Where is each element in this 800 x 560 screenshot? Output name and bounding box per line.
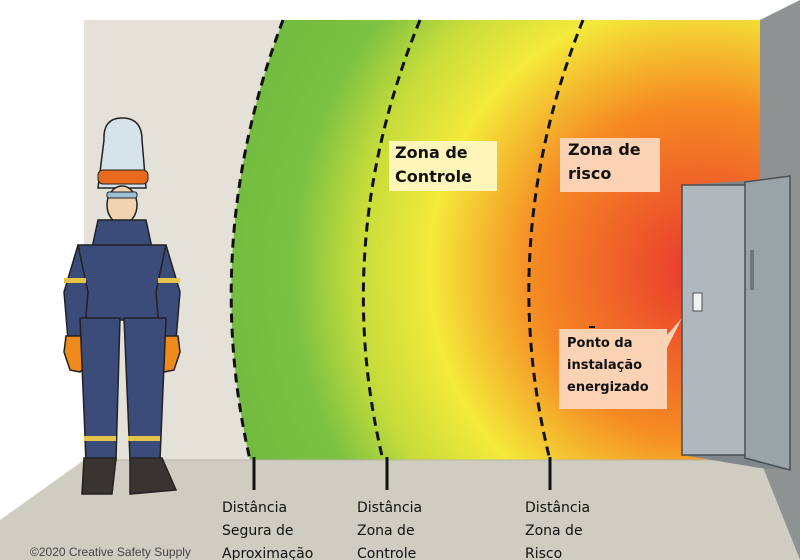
distance-control-line-3: Controle bbox=[357, 546, 417, 560]
distance-risk-line-1: Distância bbox=[525, 500, 591, 516]
electrical-panel-icon bbox=[681, 175, 791, 471]
label-risk-zone-line-2: risco bbox=[568, 164, 612, 183]
worker-in-arc-flash-suit-icon bbox=[63, 117, 181, 495]
callout-line-3: energizado bbox=[567, 380, 649, 395]
callout-top-mark bbox=[589, 326, 595, 328]
label-control-zone-line-1: Zona de bbox=[395, 143, 468, 162]
distance-safe-line-1: Distância bbox=[222, 500, 288, 516]
copyright-notice: ©2020 Creative Safety Supply bbox=[30, 545, 191, 559]
distance-control-line-2: Zona de bbox=[357, 523, 415, 539]
label-control-zone-line-2: Controle bbox=[395, 167, 472, 186]
floor bbox=[0, 460, 800, 560]
distance-safe-line-3: Aproximação bbox=[222, 546, 314, 560]
boundary-control-zone bbox=[361, 19, 422, 461]
label-distance-safe-approach: Distância Segura de Aproximação bbox=[222, 497, 313, 560]
callout-line-1: Ponto da bbox=[567, 336, 633, 351]
label-distance-risk-zone: Distância Zona de Risco bbox=[525, 497, 590, 560]
label-risk-zone: Zona de risco bbox=[560, 138, 660, 192]
zone-gradient bbox=[231, 20, 760, 460]
boundary-risk-zone bbox=[527, 19, 585, 461]
label-distance-control-zone: Distância Zona de Controle bbox=[357, 497, 422, 560]
distance-control-line-1: Distância bbox=[357, 500, 423, 516]
distance-risk-line-3: Risco bbox=[525, 546, 563, 560]
callout-energized-point: Ponto da instalação energizado bbox=[559, 329, 667, 409]
label-control-zone: Zona de Controle bbox=[389, 141, 497, 191]
distance-safe-line-2: Segura de bbox=[222, 523, 294, 539]
distance-risk-line-2: Zona de bbox=[525, 523, 583, 539]
callout-pointer bbox=[666, 318, 682, 350]
boundary-safe-approach bbox=[229, 19, 285, 461]
label-risk-zone-line-1: Zona de bbox=[568, 140, 641, 159]
callout-line-2: instalação bbox=[567, 358, 643, 373]
